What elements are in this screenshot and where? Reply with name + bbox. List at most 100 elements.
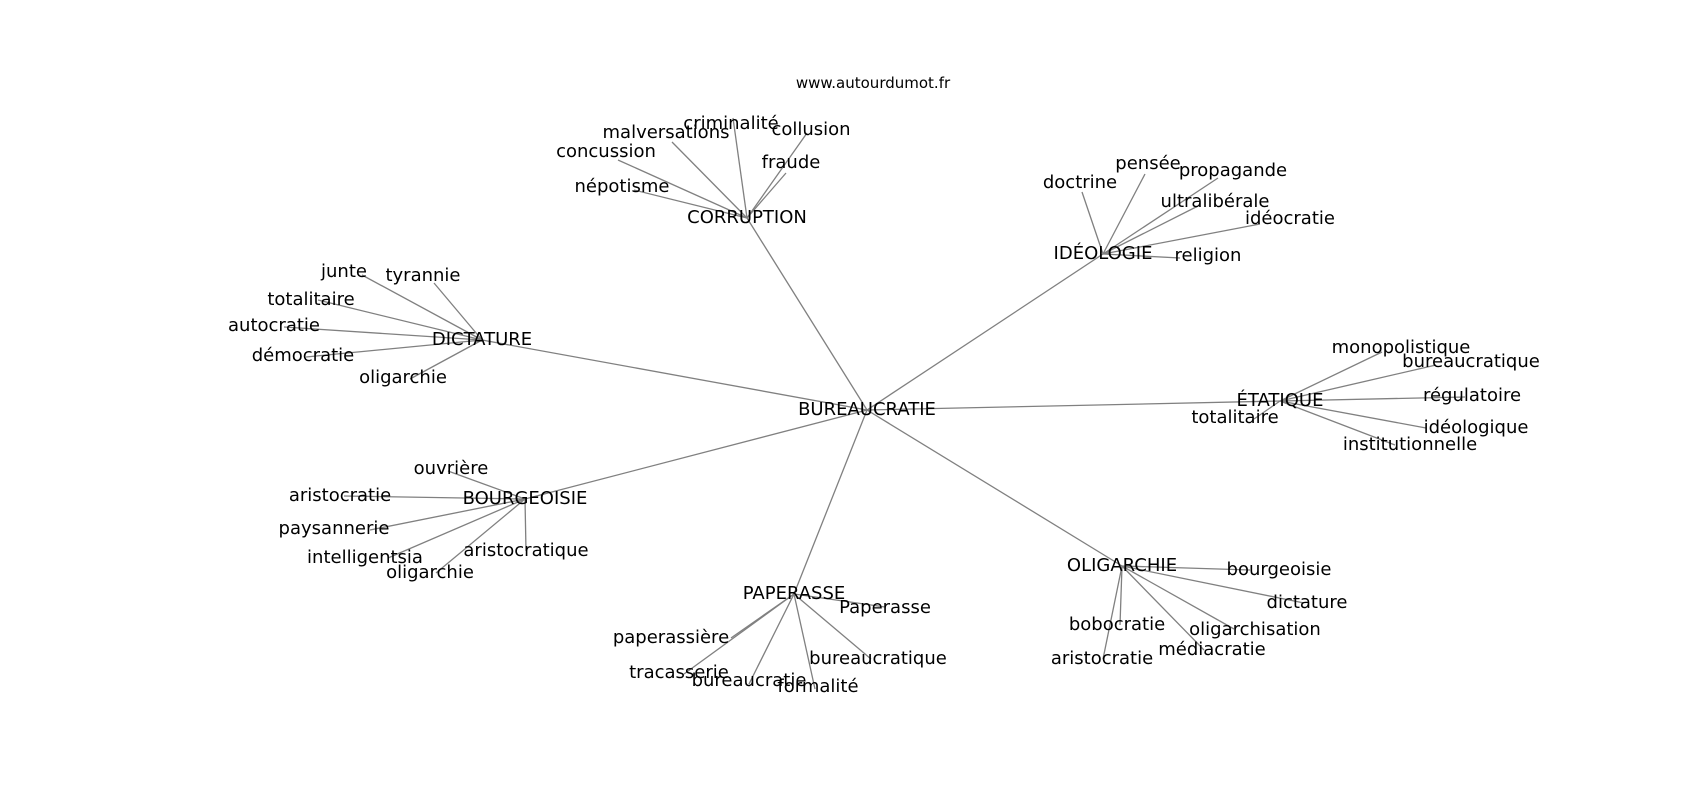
edge-group-word bbox=[435, 498, 526, 574]
word-node-label[interactable]: paysannerie bbox=[279, 518, 390, 539]
word-node-label[interactable]: idéocratie bbox=[1245, 208, 1335, 229]
edges-layer bbox=[283, 117, 1466, 690]
word-node-label[interactable]: totalitaire bbox=[267, 289, 354, 310]
edge-center-group bbox=[481, 339, 868, 411]
word-node-label[interactable]: concussion bbox=[556, 141, 656, 162]
edge-group-word bbox=[305, 339, 483, 358]
edge-group-word bbox=[1121, 565, 1205, 651]
edge-group-word bbox=[1279, 364, 1437, 402]
edge-group-word bbox=[1102, 223, 1261, 255]
word-node-label[interactable]: tyrannie bbox=[385, 265, 460, 286]
word-node-label[interactable]: ouvrière bbox=[414, 458, 489, 479]
word-node-label[interactable]: junte bbox=[320, 261, 367, 282]
word-node-label[interactable]: intelligentsia bbox=[307, 547, 423, 568]
group-node-label[interactable]: IDÉOLOGIE bbox=[1054, 242, 1153, 264]
edge-group-word bbox=[746, 172, 787, 219]
edge-group-word bbox=[1121, 565, 1305, 604]
word-node-label[interactable]: médiacratie bbox=[1158, 639, 1266, 660]
edge-group-word bbox=[1279, 351, 1383, 402]
edge-group-word bbox=[433, 282, 483, 341]
edge-group-word bbox=[617, 159, 748, 219]
edge-center-group bbox=[866, 400, 1281, 411]
word-node-label[interactable]: institutionnelle bbox=[1343, 434, 1477, 455]
edge-group-word bbox=[387, 498, 526, 559]
edge-group-word bbox=[1121, 565, 1235, 630]
edge-group-word bbox=[748, 593, 795, 685]
word-node-label[interactable]: aristocratique bbox=[463, 540, 588, 561]
edge-group-word bbox=[1102, 173, 1146, 255]
word-node-label[interactable]: oligarchisation bbox=[1189, 619, 1321, 640]
group-node-label[interactable]: OLIGARCHIE bbox=[1067, 555, 1177, 576]
edge-group-word bbox=[793, 593, 886, 608]
edge-group-word bbox=[793, 593, 872, 660]
word-node-label[interactable]: ultralibérale bbox=[1161, 191, 1270, 212]
word-node-label[interactable]: oligarchie bbox=[386, 562, 474, 583]
word-node-label[interactable]: collusion bbox=[771, 119, 850, 140]
word-node-label[interactable]: religion bbox=[1175, 245, 1242, 266]
word-node-label[interactable]: bureaucratique bbox=[809, 648, 947, 669]
edge-group-word bbox=[343, 495, 526, 500]
edge-group-word bbox=[317, 299, 483, 341]
edge-center-group bbox=[746, 217, 868, 411]
word-node-label[interactable]: bobocratie bbox=[1069, 614, 1165, 635]
edge-group-word bbox=[1081, 191, 1104, 255]
word-node-label[interactable]: idéologique bbox=[1424, 417, 1529, 438]
edge-group-word bbox=[683, 593, 795, 675]
edge-center-group bbox=[793, 409, 868, 595]
word-node-label[interactable]: oligarchie bbox=[359, 367, 447, 388]
edge-group-word bbox=[1279, 396, 1466, 402]
edge-group-word bbox=[1102, 204, 1201, 255]
edge-group-word bbox=[447, 470, 526, 500]
edge-group-word bbox=[1279, 400, 1396, 446]
word-node-label[interactable]: tracasserie bbox=[629, 662, 729, 683]
word-node-label[interactable]: fraude bbox=[762, 152, 821, 173]
edge-group-word bbox=[1102, 565, 1123, 660]
word-node-label[interactable]: bureaucratie bbox=[692, 670, 807, 691]
source-label: www.autourdumot.fr bbox=[795, 74, 951, 92]
word-node-label[interactable]: formalité bbox=[777, 676, 858, 697]
word-node-label[interactable]: malversations bbox=[603, 122, 730, 143]
edge-group-word bbox=[409, 339, 483, 380]
word-node-label[interactable]: paperassière bbox=[613, 627, 729, 648]
word-node-label[interactable]: criminalité bbox=[683, 113, 778, 134]
word-node-label[interactable]: autocratie bbox=[228, 315, 320, 336]
edge-group-word bbox=[746, 132, 808, 219]
word-node-label[interactable]: népotisme bbox=[575, 176, 670, 197]
edge-group-word bbox=[1102, 253, 1181, 259]
word-node-label[interactable]: Paperasse bbox=[839, 597, 931, 618]
edge-group-word bbox=[1253, 400, 1281, 420]
edge-group-word bbox=[732, 117, 748, 219]
edge-group-word bbox=[633, 189, 748, 219]
edge-group-word bbox=[369, 498, 526, 531]
edge-group-word bbox=[361, 274, 483, 341]
word-node-label[interactable]: démocratie bbox=[252, 345, 355, 366]
group-node-label[interactable]: PAPERASSE bbox=[743, 583, 846, 604]
group-node-label[interactable]: ÉTATIQUE bbox=[1237, 389, 1324, 411]
word-node-label[interactable]: totalitaire bbox=[1191, 407, 1278, 428]
edge-group-word bbox=[793, 593, 816, 690]
word-node-label[interactable]: dictature bbox=[1267, 592, 1348, 613]
group-node-label[interactable]: BOURGEOISIE bbox=[463, 488, 588, 509]
word-node-label[interactable]: monopolistique bbox=[1332, 337, 1471, 358]
edge-group-word bbox=[524, 498, 527, 552]
group-node-label[interactable]: CORRUPTION bbox=[687, 207, 807, 228]
word-node-label[interactable]: propagande bbox=[1179, 160, 1287, 181]
center-node-label[interactable]: BUREAUCRATIE bbox=[798, 399, 936, 420]
word-node-label[interactable]: pensée bbox=[1115, 153, 1180, 174]
labels-layer: BUREAUCRATIE CORRUPTION criminalitémalvers… bbox=[228, 113, 1540, 697]
word-node-label[interactable]: aristocratie bbox=[289, 485, 391, 506]
edge-center-group bbox=[524, 409, 868, 500]
word-node-label[interactable]: aristocratie bbox=[1051, 648, 1153, 669]
word-node-label[interactable]: bourgeoisie bbox=[1227, 559, 1332, 580]
edge-group-word bbox=[1102, 177, 1219, 255]
word-node-label[interactable]: bureaucratique bbox=[1402, 351, 1540, 372]
group-node-label[interactable]: DICTATURE bbox=[432, 329, 532, 350]
edge-group-word bbox=[1279, 400, 1427, 429]
edge-center-group bbox=[866, 409, 1123, 567]
edge-group-word bbox=[283, 326, 483, 341]
edge-group-word bbox=[1121, 565, 1251, 571]
edge-group-word bbox=[1119, 565, 1123, 626]
word-node-label[interactable]: régulatoire bbox=[1423, 385, 1521, 406]
word-node-label[interactable]: doctrine bbox=[1043, 172, 1117, 193]
